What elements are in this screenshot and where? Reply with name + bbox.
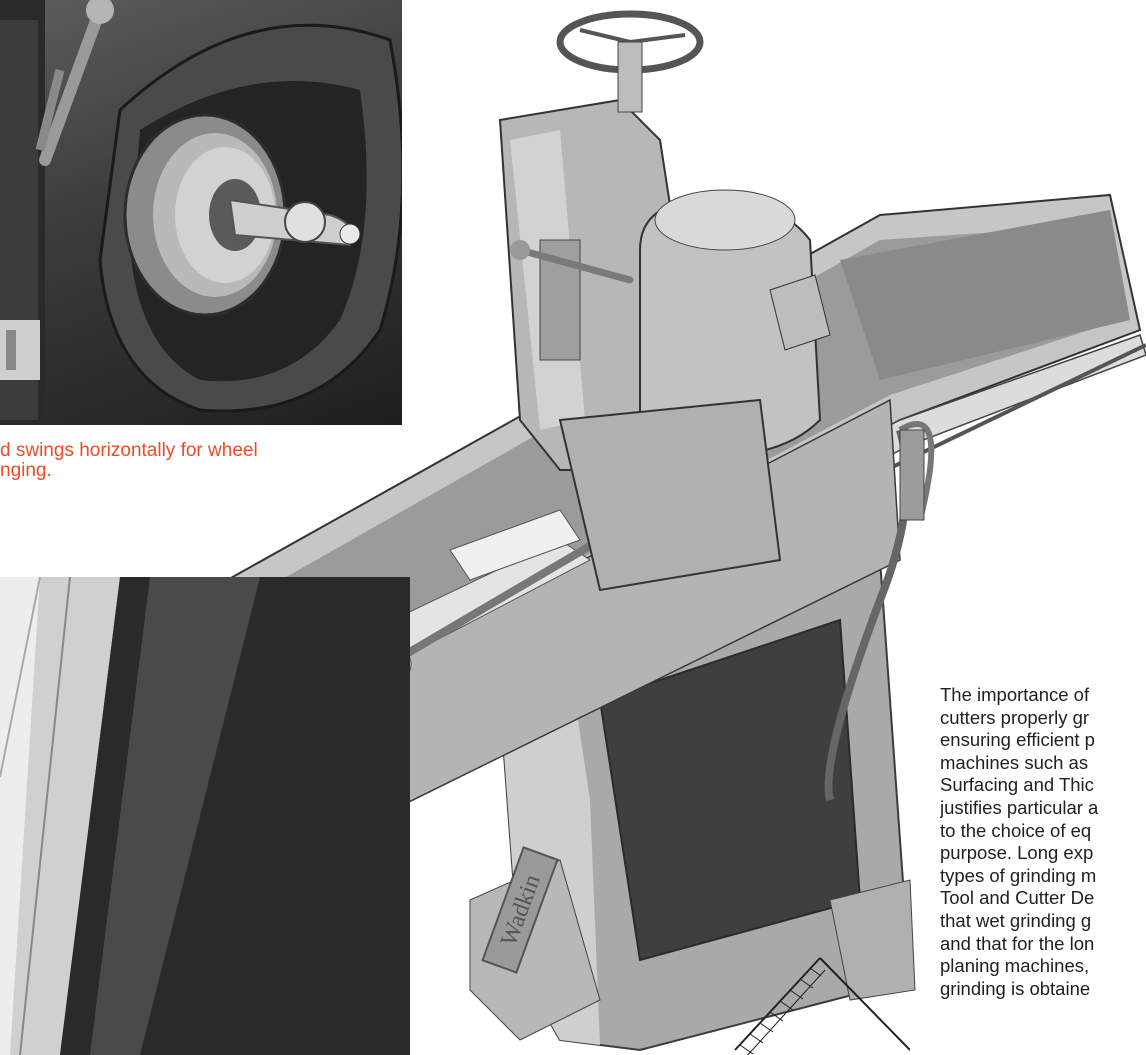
text-line: purpose. Long exp [940,842,1094,864]
text-line: The importance of [940,684,1090,705]
wheel-guard-illustration [0,0,402,425]
text-line: and that for the lon [940,932,1095,954]
cutter-angle-diagram [734,957,910,1055]
text-line: Surfacing and Thic [940,774,1094,796]
text-line: ensuring efficient p [940,729,1095,751]
text-line: Tool and Cutter De [940,887,1095,909]
closeup-illustration [0,577,410,1055]
text-line: machines such as [940,751,1089,773]
text-line: grinding is obtaine [940,977,1091,999]
text-line: planing machines, [940,955,1090,977]
text-line: justifies particular a [940,796,1099,818]
photo-caption: d swings horizontally for wheel nging. [0,441,360,481]
caption-line-2: nging. [0,460,52,481]
wheel-guard-photo [0,0,402,425]
text-line: types of grinding m [940,864,1097,886]
text-line: that wet grinding g [940,909,1092,931]
text-line: cutters properly gr [940,706,1090,728]
text-line: to the choice of eq [940,819,1092,841]
machine-closeup-photo [0,577,410,1055]
caption-line-1: d swings horizontally for wheel [0,440,258,461]
description-text: The importance of cutters properly gr en… [940,684,1146,1000]
